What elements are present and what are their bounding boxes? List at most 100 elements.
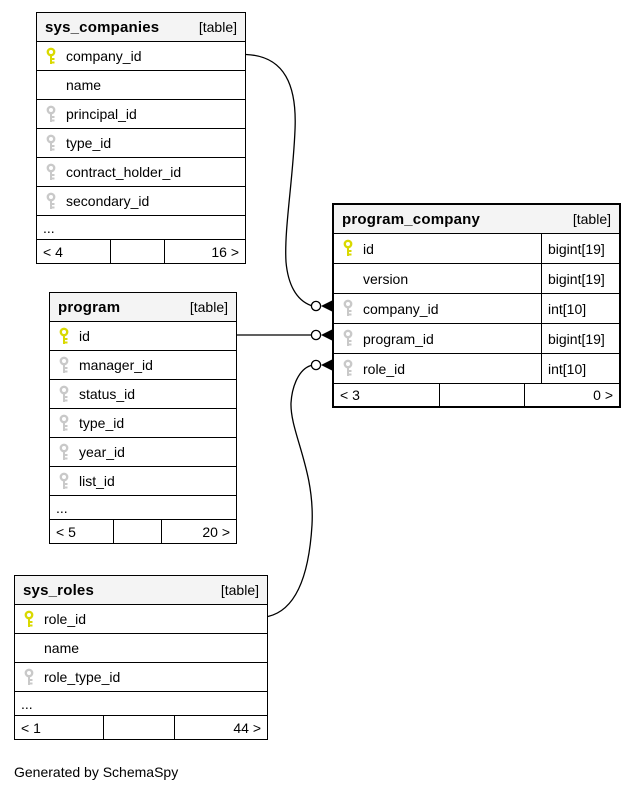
- connector-company-id: [310, 300, 332, 312]
- column-name: version: [363, 270, 409, 287]
- more-columns-ellipsis: ...: [37, 215, 245, 239]
- column-name: program_id: [363, 330, 434, 347]
- column-row-role-type-id: role_type_id: [15, 662, 267, 691]
- footer-column-count: < 5: [56, 523, 76, 540]
- footer-column-count: < 4: [43, 243, 63, 260]
- column-row-type-id: type_id: [37, 128, 245, 157]
- table-name[interactable]: program: [58, 298, 121, 316]
- more-columns-ellipsis: ...: [15, 691, 267, 715]
- table-badge: [table]: [198, 19, 237, 35]
- column-type: int[10]: [541, 354, 619, 383]
- column-name: principal_id: [66, 106, 137, 122]
- footer-column-count: < 3: [340, 387, 360, 403]
- column-row-manager-id: manager_id: [50, 350, 236, 379]
- table-header: sys_companies [table]: [37, 13, 245, 41]
- column-name: role_type_id: [44, 669, 121, 685]
- foreign-key-icon: [58, 472, 71, 491]
- primary-key-icon: [45, 47, 58, 66]
- table-name[interactable]: sys_companies: [45, 18, 160, 36]
- table-name[interactable]: sys_roles: [23, 581, 95, 599]
- column-name: role_id: [44, 611, 87, 627]
- column-name: name: [66, 77, 102, 93]
- table-footer: < 4 16 >: [37, 239, 245, 263]
- foreign-key-icon: [342, 359, 355, 378]
- table-header: sys_roles [table]: [15, 576, 267, 604]
- generator-caption: Generated by SchemaSpy: [14, 764, 179, 780]
- primary-key-icon: [58, 327, 71, 346]
- foreign-key-icon: [45, 163, 58, 182]
- table-badge: [table]: [189, 299, 228, 315]
- column-row-version: version bigint[19]: [334, 263, 619, 293]
- column-name: role_id: [363, 360, 406, 377]
- column-row-type-id: type_id: [50, 408, 236, 437]
- table-footer: < 1 44 >: [15, 715, 267, 739]
- table-name[interactable]: program_company: [342, 210, 481, 228]
- foreign-key-icon: [58, 356, 71, 375]
- primary-key-icon: [23, 610, 36, 629]
- column-type: bigint[19]: [541, 234, 619, 263]
- foreign-key-icon: [45, 105, 58, 124]
- connector-role-id: [310, 359, 332, 371]
- column-row-name: name: [15, 633, 267, 662]
- foreign-key-icon: [58, 385, 71, 404]
- foreign-key-icon: [23, 668, 36, 687]
- table-footer: < 3 0 >: [334, 383, 619, 406]
- column-name: type_id: [66, 135, 112, 151]
- column-type: bigint[19]: [541, 324, 619, 353]
- table-header: program [table]: [50, 293, 236, 321]
- footer-row-count: 20 >: [161, 520, 236, 543]
- foreign-key-icon: [58, 443, 71, 462]
- foreign-key-icon: [342, 299, 355, 318]
- more-columns-ellipsis: ...: [50, 495, 236, 519]
- table-sys-companies[interactable]: sys_companies [table] company_id name pr…: [36, 12, 246, 264]
- foreign-key-icon: [45, 192, 58, 211]
- footer-column-count: < 1: [21, 719, 41, 736]
- column-row-id: id bigint[19]: [334, 233, 619, 263]
- column-type: bigint[19]: [541, 264, 619, 293]
- table-program[interactable]: program [table] id manager_id status_id …: [49, 292, 237, 544]
- footer-row-count: 44 >: [174, 716, 267, 739]
- column-name: contract_holder_id: [66, 164, 182, 180]
- table-program-company[interactable]: program_company [table] id bigint[19] ve…: [332, 203, 621, 408]
- foreign-key-icon: [45, 134, 58, 153]
- column-name: type_id: [79, 415, 125, 431]
- column-name: status_id: [79, 386, 136, 402]
- footer-middle: [103, 716, 174, 739]
- foreign-key-icon: [58, 414, 71, 433]
- column-name: list_id: [79, 473, 115, 489]
- edge-sys-roles-to-program-company: [267, 364, 313, 618]
- column-row-name: name: [37, 70, 245, 99]
- table-badge: [table]: [572, 211, 611, 227]
- column-name: id: [363, 240, 374, 257]
- column-row-role-id: role_id: [15, 604, 267, 633]
- column-row-company-id: company_id int[10]: [334, 293, 619, 323]
- column-row-contract-holder-id: contract_holder_id: [37, 157, 245, 186]
- column-row-status-id: status_id: [50, 379, 236, 408]
- column-name: secondary_id: [66, 193, 150, 209]
- footer-row-count: 16 >: [164, 240, 245, 263]
- column-row-role-id: role_id int[10]: [334, 353, 619, 383]
- column-row-id: id: [50, 321, 236, 350]
- table-badge: [table]: [220, 582, 259, 598]
- column-name: company_id: [363, 300, 439, 317]
- column-name: manager_id: [79, 357, 153, 373]
- column-name: year_id: [79, 444, 125, 460]
- column-row-program-id: program_id bigint[19]: [334, 323, 619, 353]
- table-sys-roles[interactable]: sys_roles [table] role_id name role_type…: [14, 575, 268, 740]
- footer-row-count: 0 >: [524, 384, 619, 406]
- column-row-company-id: company_id: [37, 41, 245, 70]
- column-name: company_id: [66, 48, 142, 64]
- column-name: name: [44, 640, 80, 656]
- column-type: int[10]: [541, 294, 619, 323]
- column-row-year-id: year_id: [50, 437, 236, 466]
- column-row-list-id: list_id: [50, 466, 236, 495]
- column-name: id: [79, 328, 90, 344]
- footer-middle: [113, 520, 161, 543]
- primary-key-icon: [342, 239, 355, 258]
- edge-sys-companies-to-program-company: [245, 53, 312, 307]
- column-row-secondary-id: secondary_id: [37, 186, 245, 215]
- foreign-key-icon: [342, 329, 355, 348]
- footer-middle: [439, 384, 524, 406]
- table-header: program_company [table]: [334, 205, 619, 233]
